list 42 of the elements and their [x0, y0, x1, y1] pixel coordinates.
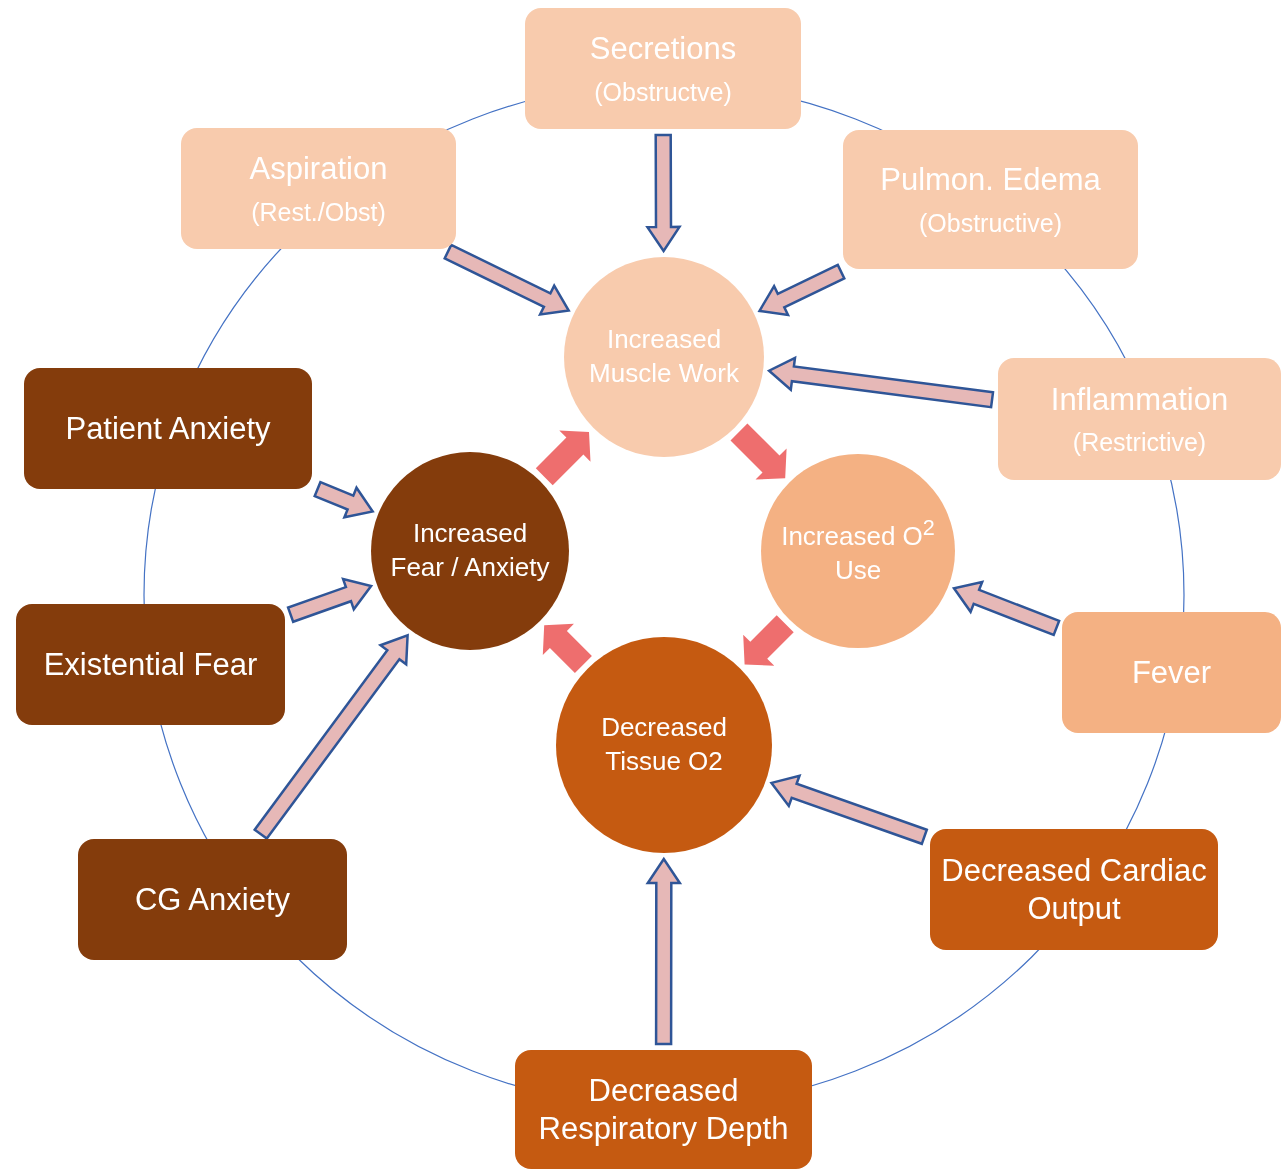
cause-box	[515, 1050, 812, 1169]
node-sublabel: (Restrictive)	[1072, 428, 1207, 458]
cause-box	[998, 358, 1281, 480]
block-arrow	[443, 243, 571, 316]
node-label: Increased O$^{2}$ Use	[780, 514, 936, 587]
block-arrow	[769, 774, 929, 846]
node-label: Decreased Respiratory Depth	[537, 1072, 790, 1147]
node-sublabel: (Rest./Obst)	[251, 197, 386, 227]
block-arrow	[757, 263, 846, 317]
node-label: Existential Fear	[43, 645, 258, 684]
node-label: Increased Muscle Work	[588, 323, 740, 390]
block-arrow	[645, 856, 683, 1046]
cause-box	[24, 368, 312, 489]
cause-box	[843, 130, 1138, 269]
node-label: Pulmon. Edema	[880, 161, 1101, 199]
node-label: Secretions	[589, 30, 737, 68]
block-arrow	[286, 577, 374, 624]
node-label: Fever	[1131, 653, 1212, 692]
cause-box	[1062, 612, 1281, 733]
cause-box	[181, 128, 456, 249]
block-arrow	[766, 355, 995, 409]
node-label: Inflammation	[1050, 380, 1229, 419]
cause-box	[78, 839, 347, 960]
block-arrow	[645, 133, 682, 254]
node-label: Increased Fear / Anxiety	[389, 517, 551, 584]
cause-box	[16, 604, 285, 725]
node-label: Aspiration	[249, 150, 388, 188]
node-label: Patient Anxiety	[65, 409, 271, 448]
node-sublabel: (Obstructive)	[918, 208, 1063, 238]
block-arrow	[542, 623, 592, 673]
node-sublabel: (Obstructve)	[594, 77, 732, 107]
node-label: CG Anxiety	[134, 880, 291, 919]
block-arrow	[730, 423, 787, 480]
block-arrow	[252, 633, 409, 841]
cause-box	[930, 829, 1218, 950]
cause-box	[525, 8, 801, 129]
node-label: Decreased Tissue O2	[600, 711, 728, 778]
node-label: Decreased Cardiac Output	[940, 852, 1208, 927]
block-arrow	[313, 480, 375, 519]
block-arrow	[535, 430, 591, 486]
block-arrow	[951, 580, 1061, 637]
block-arrow	[743, 615, 794, 666]
